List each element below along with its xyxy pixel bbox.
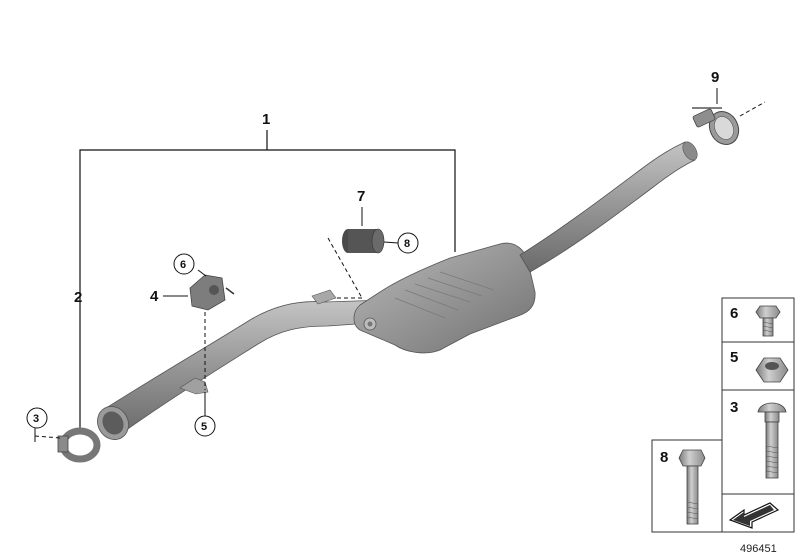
long-hex-bolt-icon xyxy=(678,449,706,525)
legend-number-6: 6 xyxy=(730,305,738,322)
catalytic-converter xyxy=(353,242,536,354)
parts-legend: 6 5 3 xyxy=(651,297,795,533)
assembly-bracket xyxy=(79,130,456,430)
direction-arrow-icon xyxy=(728,502,780,529)
hex-nut-icon xyxy=(755,357,789,383)
callout-3: 3 xyxy=(33,413,39,425)
callout-1: 1 xyxy=(262,111,270,128)
legend-number-3: 3 xyxy=(730,399,738,416)
callout-5: 5 xyxy=(201,421,207,433)
callout-4: 4 xyxy=(150,288,159,305)
front-clamp xyxy=(34,427,101,463)
hex-bolt-icon xyxy=(755,305,781,337)
rear-clamp xyxy=(692,101,766,146)
diagram-reference-id: 496451 xyxy=(740,543,777,555)
callouts: 1 2 3 4 5 6 7 8 9 xyxy=(26,69,719,437)
rear-pipe xyxy=(519,141,698,273)
callout-2: 2 xyxy=(74,289,82,306)
legend-box-hex-bolt xyxy=(721,297,795,343)
front-pipe xyxy=(97,289,386,440)
legend-number-5: 5 xyxy=(730,349,738,366)
carriage-bolt-icon xyxy=(757,402,787,479)
callout-6: 6 xyxy=(180,259,186,271)
hanger-bracket xyxy=(189,269,235,390)
callout-8: 8 xyxy=(404,238,410,250)
legend-number-8: 8 xyxy=(660,449,668,466)
callout-7: 7 xyxy=(357,188,365,205)
callout-9: 9 xyxy=(711,69,719,86)
rubber-mount xyxy=(327,228,385,299)
